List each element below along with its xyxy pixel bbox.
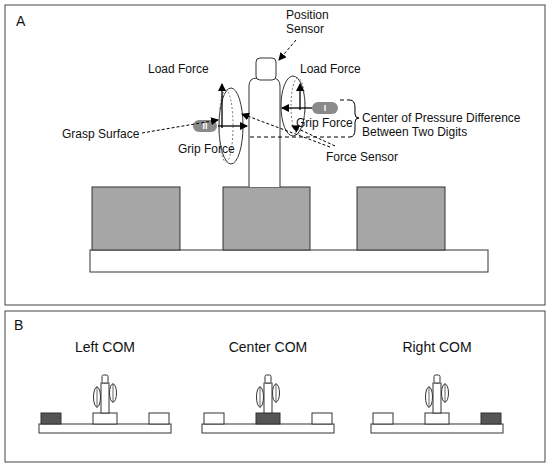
force-arrow bbox=[218, 125, 247, 126]
condition-title: Right COM bbox=[402, 340, 471, 354]
panel-letter: A bbox=[16, 14, 25, 28]
mini-marker bbox=[276, 383, 277, 403]
condition-title: Center COM bbox=[229, 340, 308, 354]
mini-block bbox=[373, 413, 393, 424]
digit-number: II bbox=[202, 121, 207, 131]
force-arrow bbox=[299, 84, 300, 110]
mini-disc bbox=[110, 384, 117, 402]
mini-disc bbox=[257, 387, 264, 407]
force-label: Load Force bbox=[148, 62, 209, 76]
force-label: Grip Force bbox=[178, 142, 235, 156]
mini-marker bbox=[429, 386, 430, 408]
part-label: Force Sensor bbox=[326, 150, 398, 164]
panel-letter: B bbox=[14, 318, 23, 332]
digit-marker bbox=[193, 120, 217, 132]
mini-block bbox=[312, 413, 332, 424]
mini-marker bbox=[445, 383, 446, 403]
mini-block bbox=[93, 413, 117, 424]
annotation-label: Center of Pressure Difference Between Tw… bbox=[362, 111, 538, 139]
pressure-level-line bbox=[250, 137, 350, 138]
mini-disc bbox=[442, 384, 449, 402]
mini-block bbox=[481, 413, 501, 424]
mini-handle bbox=[101, 383, 109, 413]
mini-sensor bbox=[434, 375, 440, 383]
mini-base bbox=[202, 424, 334, 433]
panel-frame bbox=[5, 5, 545, 305]
base-plate bbox=[90, 250, 488, 272]
mass-block bbox=[223, 187, 310, 250]
mini-marker bbox=[97, 386, 98, 408]
leader-arrow bbox=[279, 40, 296, 60]
mini-apparatus-group bbox=[39, 375, 503, 433]
force-label: Load Force bbox=[300, 62, 361, 76]
mini-block bbox=[256, 413, 280, 424]
mini-block bbox=[149, 413, 169, 424]
mini-base bbox=[371, 424, 503, 433]
panel-frame bbox=[5, 311, 545, 462]
mini-block bbox=[425, 413, 449, 424]
part-label: Position Sensor bbox=[286, 8, 338, 36]
mini-block bbox=[204, 413, 224, 424]
force-arrow bbox=[282, 107, 312, 108]
mini-disc bbox=[94, 387, 101, 407]
mini-sensor bbox=[265, 375, 271, 383]
mini-disc bbox=[273, 384, 280, 402]
part-label: Grasp Surface bbox=[62, 127, 139, 141]
mini-base bbox=[39, 424, 171, 433]
force-label: Grip Force bbox=[296, 116, 353, 130]
mini-sensor bbox=[102, 375, 108, 383]
digit-marker bbox=[312, 102, 338, 114]
mini-marker bbox=[260, 386, 261, 408]
force-arrow bbox=[221, 84, 222, 128]
mini-marker bbox=[113, 383, 114, 403]
pressure-level-line bbox=[340, 100, 350, 101]
mini-handle bbox=[433, 383, 441, 413]
mass-block bbox=[357, 187, 445, 250]
mini-block bbox=[41, 413, 61, 424]
leader-arrow bbox=[142, 120, 218, 133]
position-sensor bbox=[256, 58, 276, 80]
digit-number: I bbox=[324, 103, 327, 113]
handle bbox=[249, 78, 280, 187]
mini-handle bbox=[264, 383, 272, 413]
mini-disc bbox=[426, 387, 433, 407]
mass-block bbox=[92, 187, 180, 250]
condition-title: Left COM bbox=[75, 340, 135, 354]
